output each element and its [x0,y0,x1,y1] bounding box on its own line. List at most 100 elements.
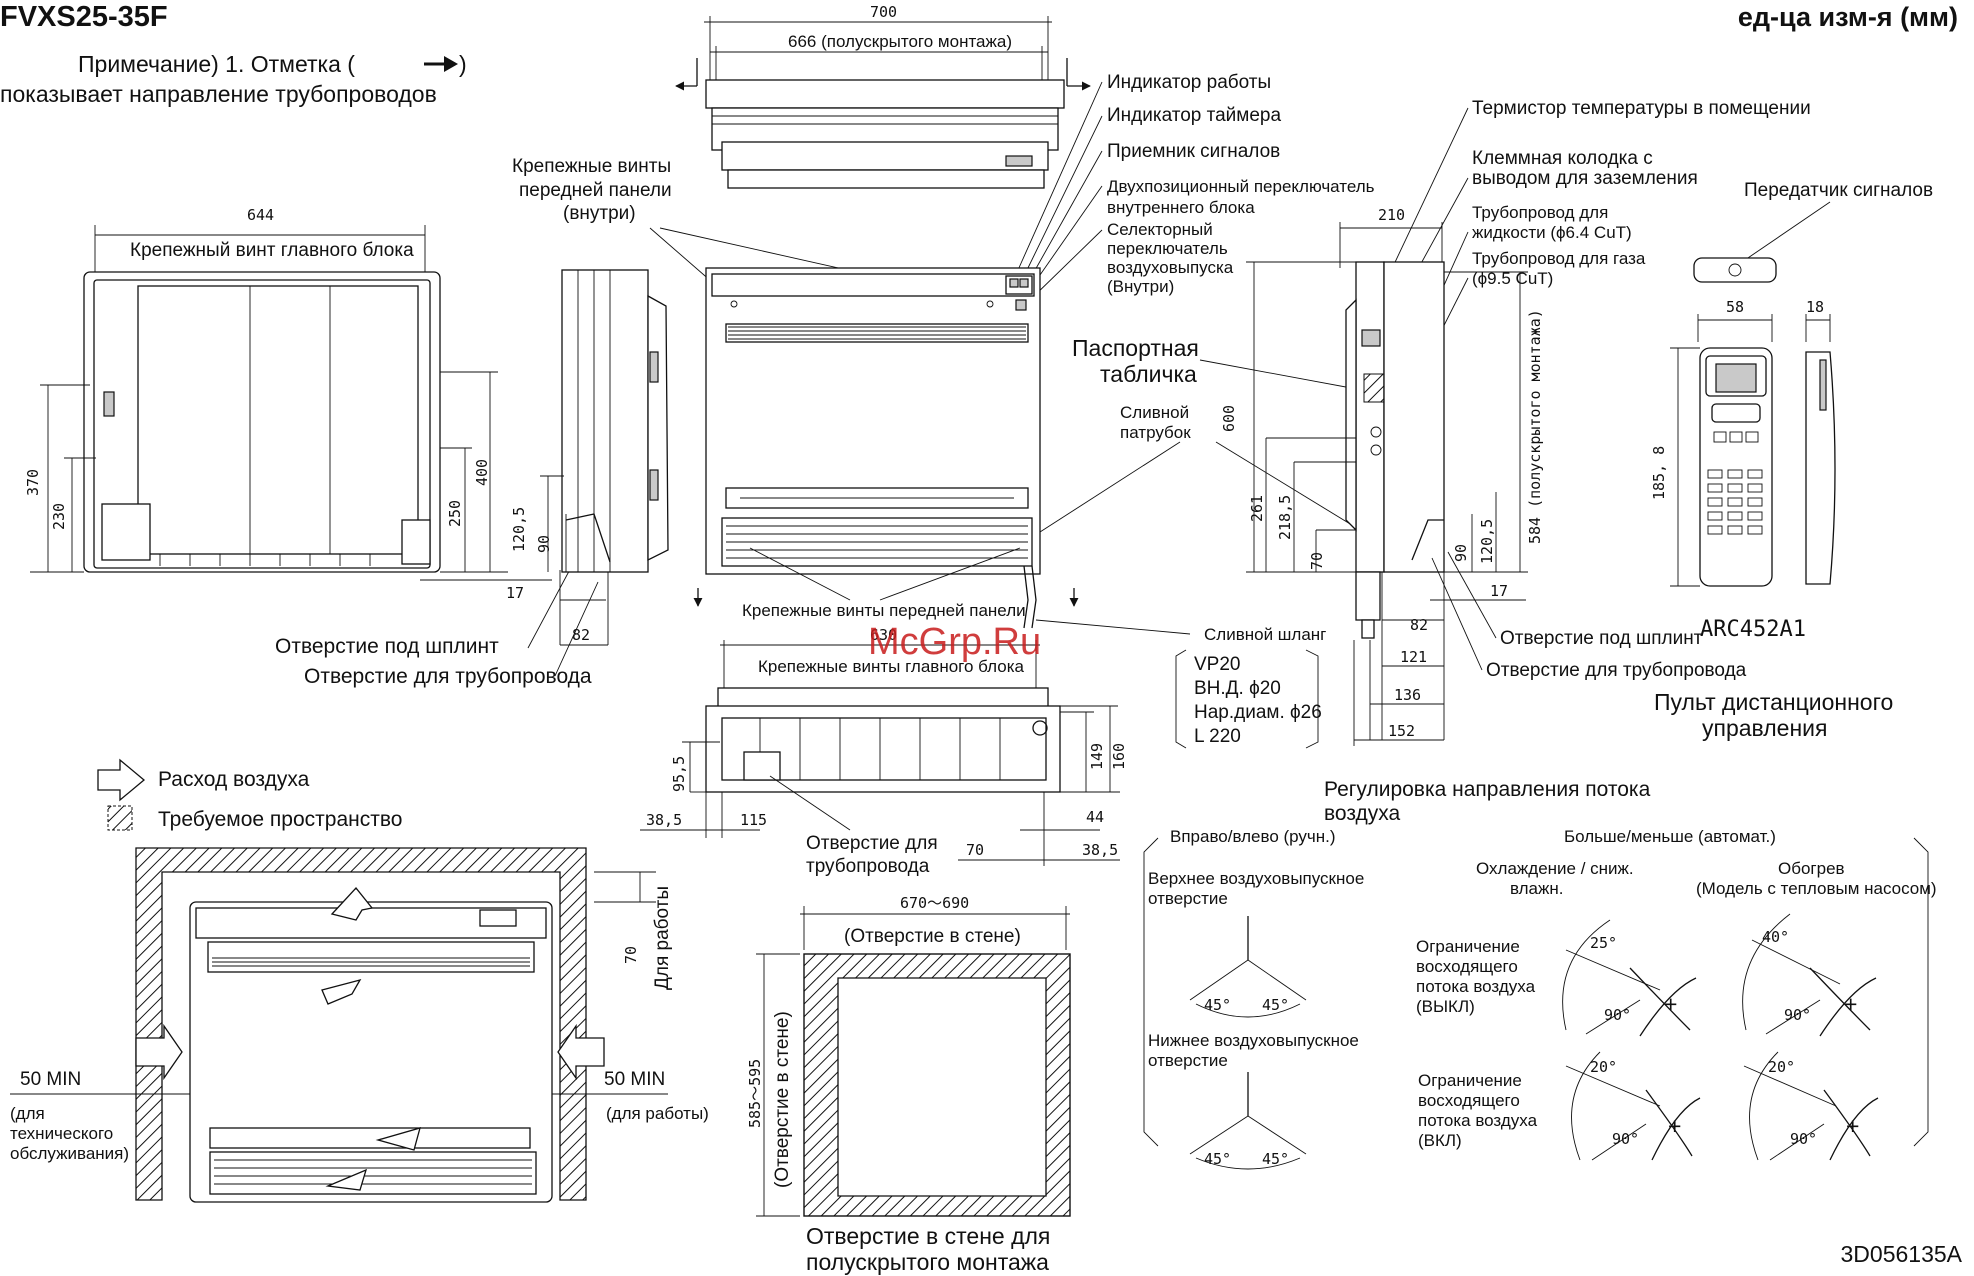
units-label: ед-ца изм-я (мм) [1738,2,1958,32]
dim-700: 700 [870,3,897,21]
dim-584: 584 (полускрытого монтажа) [1526,309,1544,544]
dim-17-left: 17 [506,584,524,602]
lower-outlet-2: отверстие [1148,1051,1228,1070]
top-view: 700 666 (полускрытого монтажа) [675,3,1091,189]
heating-on-plus: + [1846,1113,1859,1139]
remote-title-1: Пульт дистанционного [1654,689,1893,715]
heating-on-diagram: 20° 90° + [1743,1051,1879,1161]
heating-off-diagram: 40° 90° + [1742,913,1877,1037]
adjust-title-1: Регулировка направления потока [1324,778,1651,801]
indicator-callouts: Индикатор работы Индикатор таймера Прием… [1017,72,1375,301]
required-space-icon [107,805,133,831]
upper-outlet-2: отверстие [1148,889,1228,908]
dim-120-5-right: 120,5 [1478,519,1496,564]
back-view: 644 Крепежный винт главного блока 370 23… [24,206,609,688]
note-line-1: Примечание) 1. Отметка ( [78,51,355,77]
intake-arrow-right-icon [557,1023,605,1081]
dim-115: 115 [740,811,767,829]
adjust-manual: Вправо/влево (ручн.) [1170,827,1336,846]
label-gas-1: Трубопровод для газа [1472,249,1646,268]
upper-outlet-fan-diagram: 45° 45° [1189,916,1307,1018]
direction-arrow-icon [424,56,458,72]
angle-45-upper-left: 45° [1204,996,1231,1014]
wall-opening: 670～690 (Отверстие в стене) 585～595 (Отв… [746,894,1071,1275]
cooling-on-plus: + [1668,1113,1681,1139]
label-selector-3: воздуховыпуска [1107,258,1234,277]
dim-18: 18 [1806,298,1824,316]
watermark: McGrp.Ru [868,621,1041,663]
cooling-on-diagram: 20° 90° + [1565,1051,1701,1161]
label-selector-2: переключатель [1107,239,1228,258]
dim-38-5-right: 38,5 [1082,841,1118,859]
limit-on-4: (ВКЛ) [1418,1131,1462,1150]
dim-38-5-left: 38,5 [646,811,682,829]
remote-control: Передатчик сигналов 58 18 185, 8 ARC452A… [1650,180,1933,741]
airflow-arrow-lower-icon [375,1127,421,1151]
clearance-for-work: Для работы [652,886,673,990]
heating-on-a90: 90° [1790,1130,1817,1148]
cooling-1: Охлаждение / сниж. [1476,859,1634,878]
wall-caption-2: полускрытого монтажа [806,1249,1049,1275]
dim-400: 400 [473,459,491,486]
lower-outlet-fan-diagram: 45° 45° [1189,1072,1307,1170]
limit-off-3: потока воздуха [1416,977,1536,996]
wall-width-note: (Отверстие в стене) [844,926,1021,947]
label-drain-hose: Сливной шланг [1204,625,1326,644]
legend-space: Требуемое пространство [158,808,402,831]
adjust-auto: Больше/меньше (автомат.) [1564,827,1776,846]
drain-hose-outer: Нар.диам. ϕ26 [1194,702,1322,723]
clearance-right-min: 50 MIN [604,1069,665,1090]
label-pin-hole-left: Отверстие под шплинт [275,635,499,658]
limit-off-4: (ВЫКЛ) [1416,997,1475,1016]
dim-218-5: 218,5 [1276,495,1294,540]
label-operation-indicator: Индикатор работы [1107,72,1271,93]
label-main-screws: Крепежные винты главного блока [758,657,1025,676]
label-liquid-1: Трубопровод для [1472,203,1608,222]
heating-off-a40: 40° [1762,928,1789,946]
label-drain-socket-1: Сливной [1120,403,1189,422]
cooling-off-a25: 25° [1590,934,1617,952]
airflow-arrow-up-icon [330,887,374,921]
pipe-direction-arrow-right-icon [1066,58,1091,91]
angle-45-lower-left: 45° [1204,1150,1231,1168]
cooling-off-diagram: 25° 90° + [1562,919,1697,1037]
label-nameplate-2: табличка [1100,361,1197,387]
clearance-lower-grille [214,1159,532,1185]
doc-code: 3D056135A [1841,1241,1963,1267]
clearance-view: 70 Для работы 50 MIN (для технического о… [10,847,709,1203]
lower-outlet-1: Нижнее воздуховыпускное [1148,1031,1359,1050]
heating-off-a90: 90° [1784,1006,1811,1024]
lower-grille [726,525,1028,559]
heating-2: (Модель с тепловым насосом) [1696,879,1937,898]
clearance-left-min: 50 MIN [20,1069,81,1090]
label-pipe-hole-left: Отверстие для трубопровода [304,665,592,688]
clearance-left-note-3: обслуживания) [10,1144,129,1163]
label-switch-2: внутреннего блока [1107,198,1255,217]
clearance-dim-70: 70 [622,946,640,964]
label-main-screw: Крепежный винт главного блока [130,240,414,261]
wall-caption-1: Отверстие в стене для [806,1223,1050,1249]
dim-160: 160 [1110,743,1128,770]
remote-buttons [1707,431,1763,535]
legend-airflow: Расход воздуха [158,768,310,791]
dim-70-side: 70 [1308,552,1326,570]
intake-arrow-left-icon [135,1023,183,1081]
dim-82-right: 82 [1410,616,1428,634]
label-front-screws-bottom: Крепежные винты передней панели [742,601,1026,620]
heating-1: Обогрев [1778,859,1845,878]
dim-230: 230 [50,503,68,530]
wall-dim-width: 670～690 [900,894,969,912]
label-liquid-2: жидкости (ϕ6.4 CuT) [1472,223,1632,242]
label-transmitter: Передатчик сигналов [1744,180,1933,201]
airflow-arrow-front-icon [321,978,362,1005]
wall-dim-height: 585～595 [746,1059,764,1128]
label-selector-1: Селекторный [1107,220,1213,239]
left-side-view: 120,5 90 [510,269,669,573]
airflow-adjustment: Регулировка направления потока воздуха В… [1143,778,1937,1170]
model-title: FVXS25-35F [0,1,168,33]
airflow-arrow-bottom-icon [325,1168,368,1191]
dim-644: 644 [247,206,274,224]
dim-70-bottom: 70 [966,841,984,859]
bottom-view: 630 Крепежные винты главного блока 95,5 … [640,626,1128,877]
front-view: Крепежные винты передней панели Сливной … [693,267,1363,629]
